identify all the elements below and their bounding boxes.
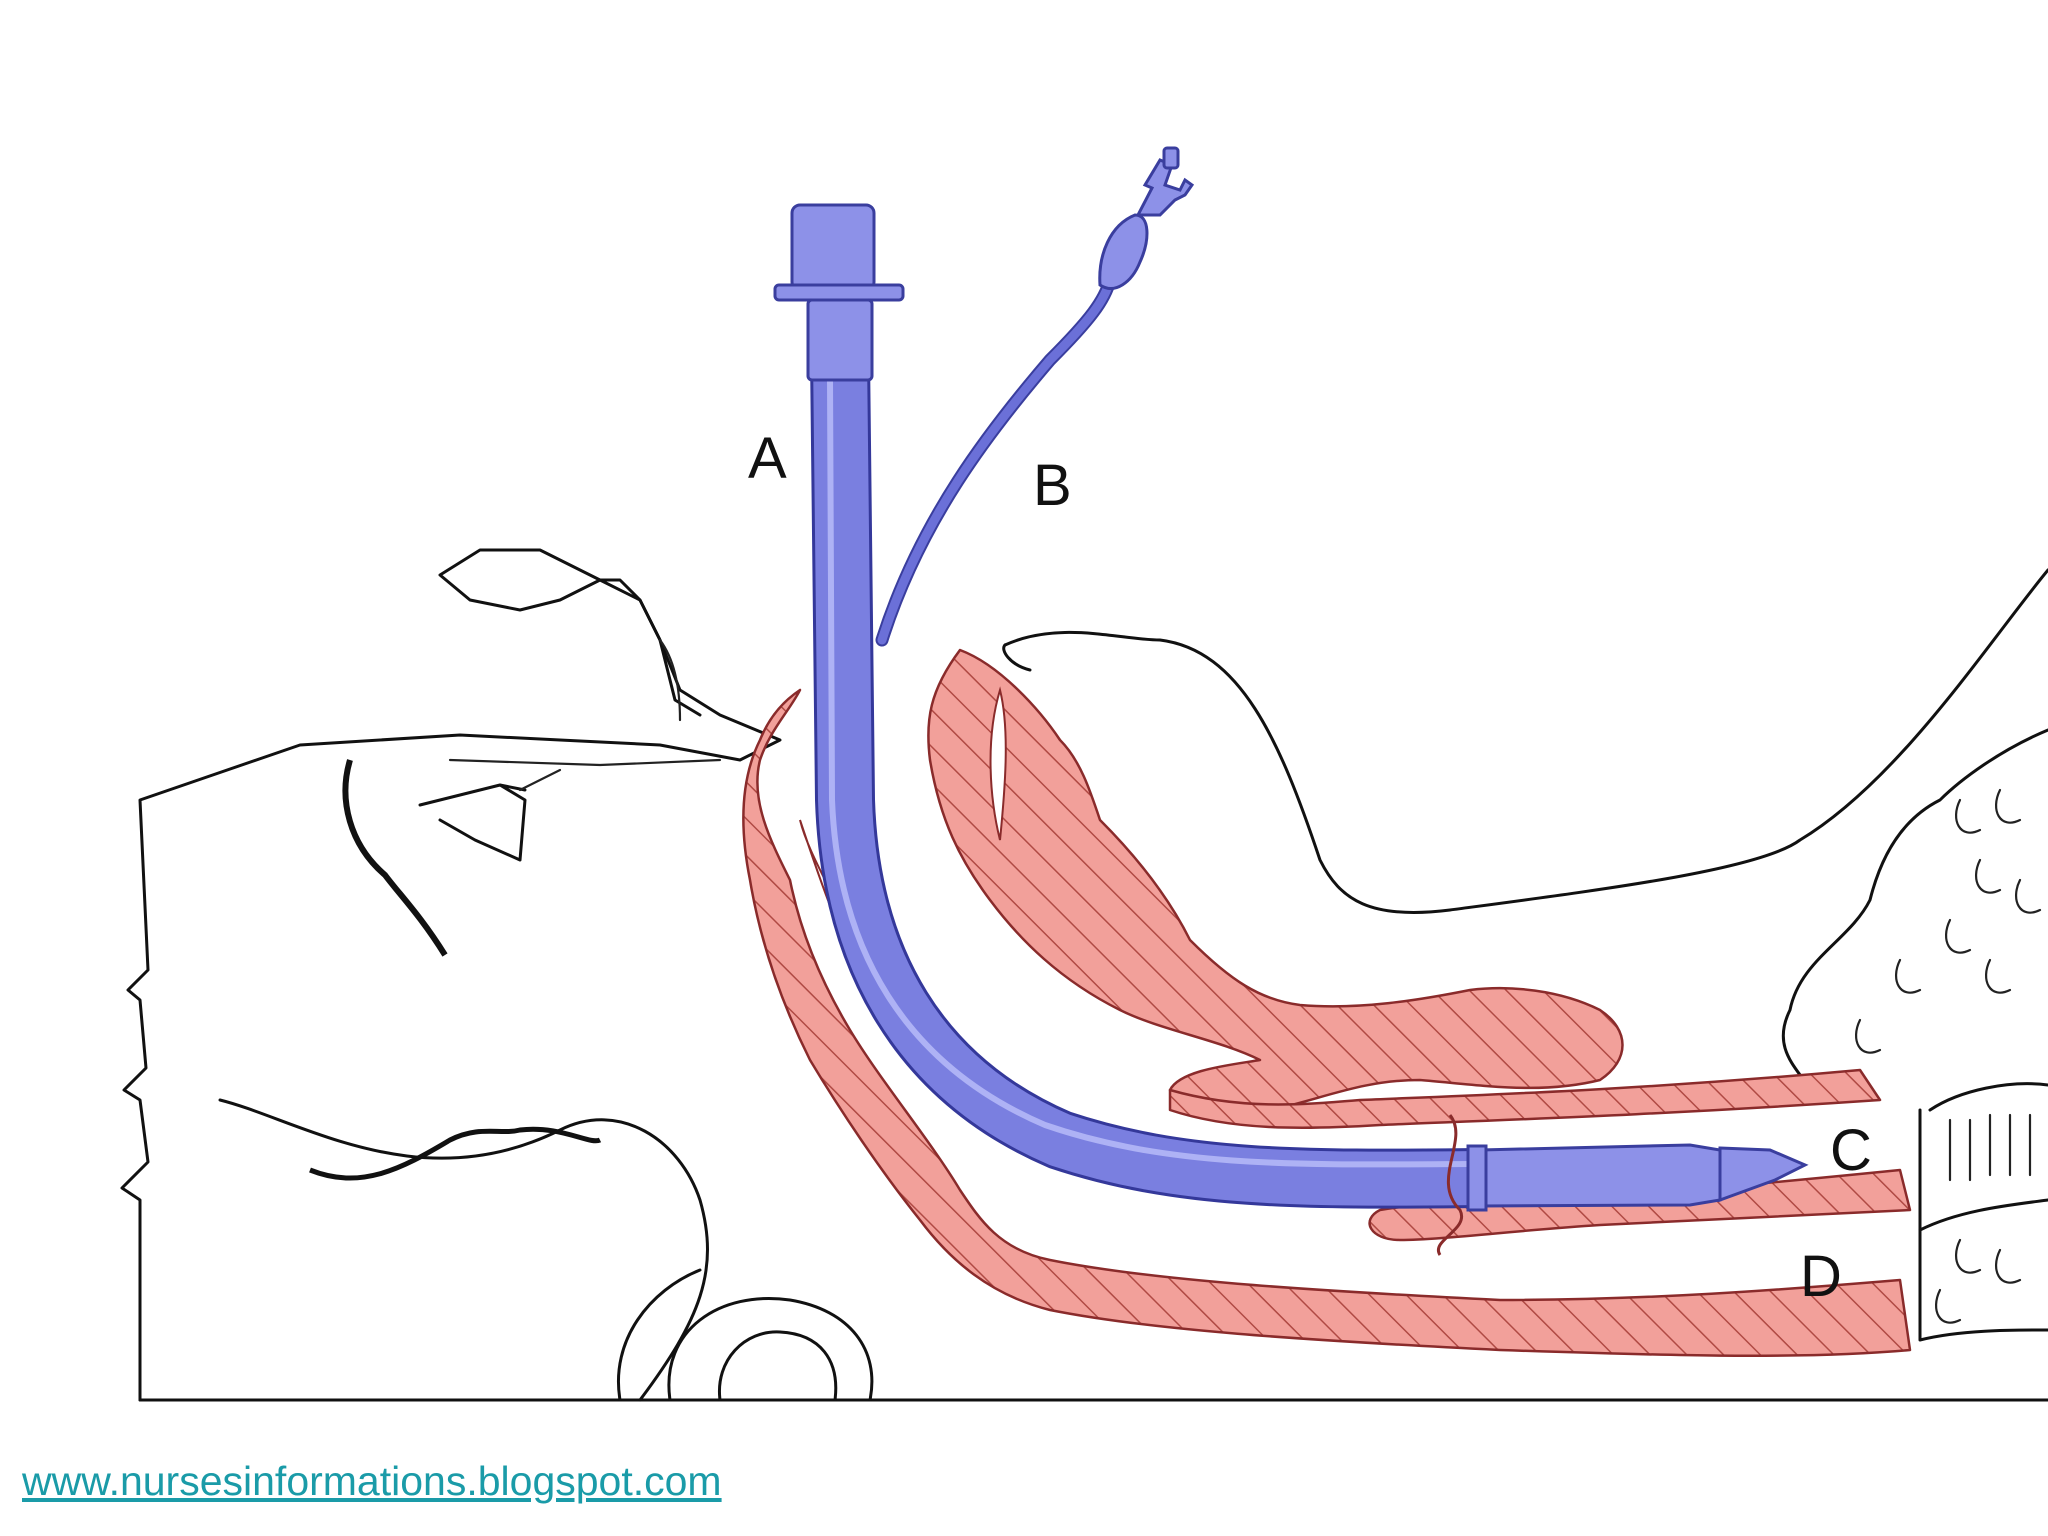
tube-tip [1718,1146,1809,1203]
pharynx-tissue [742,688,1912,1358]
pilot-line [877,275,1115,645]
chin-outline [1002,643,1032,672]
lung-outline [1781,728,2048,1342]
tongue-gap [989,686,1007,841]
trachea-upper-wall [1168,1068,1882,1130]
label-b: B [1033,453,1072,518]
lip-outline [658,638,682,722]
label-a: A [748,426,787,491]
neck-outline [218,1098,709,1402]
vertebra-outline [667,1297,874,1402]
lung-texture [1855,788,2042,1324]
label-d: D [1800,1244,1842,1309]
pilot-valve-cap [1162,146,1180,170]
tube-cuff [1478,1143,1722,1208]
tongue-tissue [927,648,1624,1116]
cuff-tie [1436,1114,1464,1256]
chest-outline [1003,568,2048,915]
throat-outline [617,1268,702,1402]
tube-connector [790,203,876,292]
tube-adapter [806,298,874,382]
head-outline [120,548,782,1402]
source-url-link[interactable]: www.nursesinformations.blogspot.com [22,1458,722,1504]
eyelid-line [518,768,562,792]
pilot-valve [1135,158,1195,217]
endotracheal-tube [810,354,1481,1209]
eye-outline [418,783,527,862]
jaw-outline [309,1126,602,1181]
label-c: C [1830,1118,1872,1183]
cuff-band [1466,1144,1488,1212]
pilot-balloon [1098,213,1149,290]
tube-flange [773,283,905,302]
eyebrow [342,759,448,957]
cheek-line [448,758,722,767]
